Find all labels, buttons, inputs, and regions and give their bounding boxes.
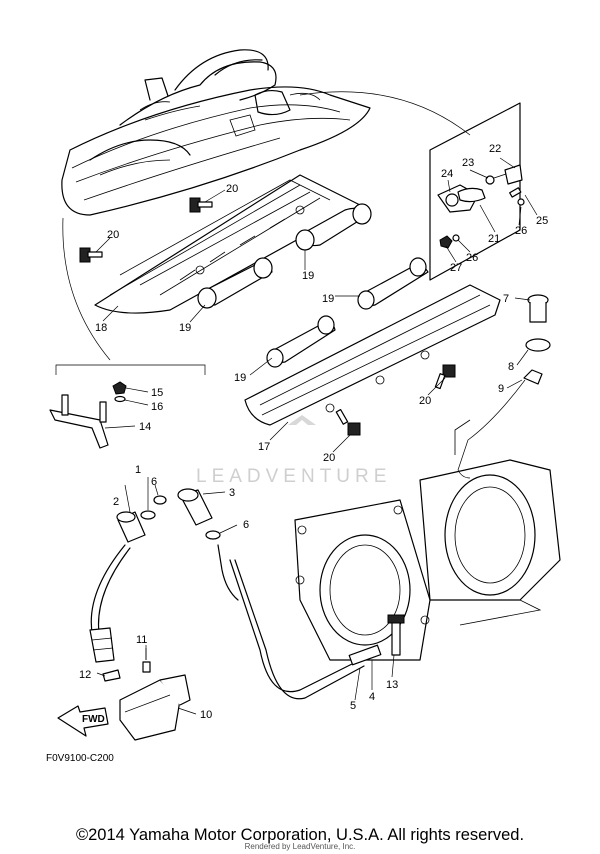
callout-6-top: 6 (151, 476, 157, 488)
screw-25 (509, 187, 522, 198)
callout-20-b: 20 (107, 229, 119, 241)
callout-20-d: 20 (323, 452, 335, 464)
callout-25: 25 (536, 215, 548, 227)
module-10 (119, 674, 191, 741)
gasket-24 (457, 187, 486, 203)
callout-19-a: 19 (302, 270, 314, 282)
callout-26-b: 26 (466, 252, 478, 264)
callout-17: 17 (258, 441, 270, 453)
callout-23: 23 (462, 157, 474, 169)
callout-15: 15 (151, 387, 163, 399)
hose-line (217, 544, 239, 601)
callout-21: 21 (488, 233, 500, 245)
rail-17 (244, 284, 501, 426)
callout-4: 4 (369, 691, 375, 703)
callout-26-a: 26 (515, 225, 527, 237)
callout-7: 7 (503, 293, 509, 305)
elbow-3 (177, 488, 213, 526)
washer-26 (452, 234, 460, 242)
callout-18: 18 (95, 322, 107, 334)
callout-2: 2 (113, 496, 119, 508)
callout-20-a: 20 (226, 183, 238, 195)
watermark-text: LEADVENTURE (196, 466, 391, 487)
washer-16 (114, 395, 126, 403)
callout-14: 14 (139, 421, 151, 433)
gasket-8 (525, 338, 551, 352)
callout-19-b: 19 (179, 322, 191, 334)
callout-10: 10 (200, 709, 212, 721)
callout-9: 9 (498, 383, 504, 395)
callout-27: 27 (450, 262, 462, 274)
callout-1: 1 (135, 464, 141, 476)
hose-fitting-2 (116, 511, 146, 543)
hose-line (457, 379, 526, 479)
bolt-20 (335, 408, 361, 436)
fitting-22 (493, 164, 523, 185)
hose-5 (234, 559, 365, 700)
callout-8: 8 (508, 361, 514, 373)
bolt-20 (79, 247, 103, 263)
callout-11: 11 (136, 634, 147, 646)
callouts: 1 2 3 4 5 6 6 7 8 9 10 11 12 13 14 15 16… (79, 143, 548, 721)
o-ring-23 (485, 175, 495, 185)
reference-code: F0V9100-C200 (46, 753, 114, 764)
clip-12 (102, 669, 121, 682)
callout-16: 16 (151, 401, 163, 413)
bracket-14 (49, 394, 109, 449)
fwd-label: FWD (82, 714, 105, 725)
callout-3: 3 (229, 487, 235, 499)
callout-19-c: 19 (322, 293, 334, 305)
nut-15 (112, 381, 127, 395)
clamp-6 (153, 495, 167, 505)
group-bracket (55, 364, 206, 375)
rendered-by-notice: Rendered by LeadVenture, Inc. (244, 842, 356, 851)
connector-line (299, 91, 471, 136)
bracket-19 (295, 203, 372, 251)
hose-4 (229, 559, 361, 693)
fitting-4 (348, 644, 382, 666)
fwd-direction-arrow: FWD (57, 705, 109, 737)
pump-housing (294, 419, 561, 661)
leader-lines (95, 157, 538, 715)
clamp-6 (205, 530, 221, 540)
sensor-11 (142, 648, 151, 673)
callout-20-c: 20 (419, 395, 431, 407)
callout-5: 5 (350, 700, 356, 712)
detail-panel (429, 102, 521, 281)
callout-6-bottom: 6 (243, 519, 249, 531)
washer-26 (517, 198, 525, 206)
bolt-13 (387, 614, 405, 656)
bracket-19 (197, 257, 273, 309)
callout-22: 22 (489, 143, 501, 155)
callout-13: 13 (386, 679, 398, 691)
callout-12: 12 (79, 669, 91, 681)
nut-27 (439, 235, 453, 249)
hose-end (89, 627, 115, 663)
watermark-logo (288, 415, 316, 425)
clamp-1 (140, 510, 156, 520)
clamp-9 (523, 369, 543, 385)
bracket-19 (357, 257, 429, 310)
copyright-notice: ©2014 Yamaha Motor Corporation, U.S.A. A… (75, 826, 525, 844)
callout-24: 24 (441, 168, 453, 180)
connector-line (62, 217, 111, 361)
plug-7 (527, 294, 549, 323)
callout-19-d: 19 (234, 372, 246, 384)
